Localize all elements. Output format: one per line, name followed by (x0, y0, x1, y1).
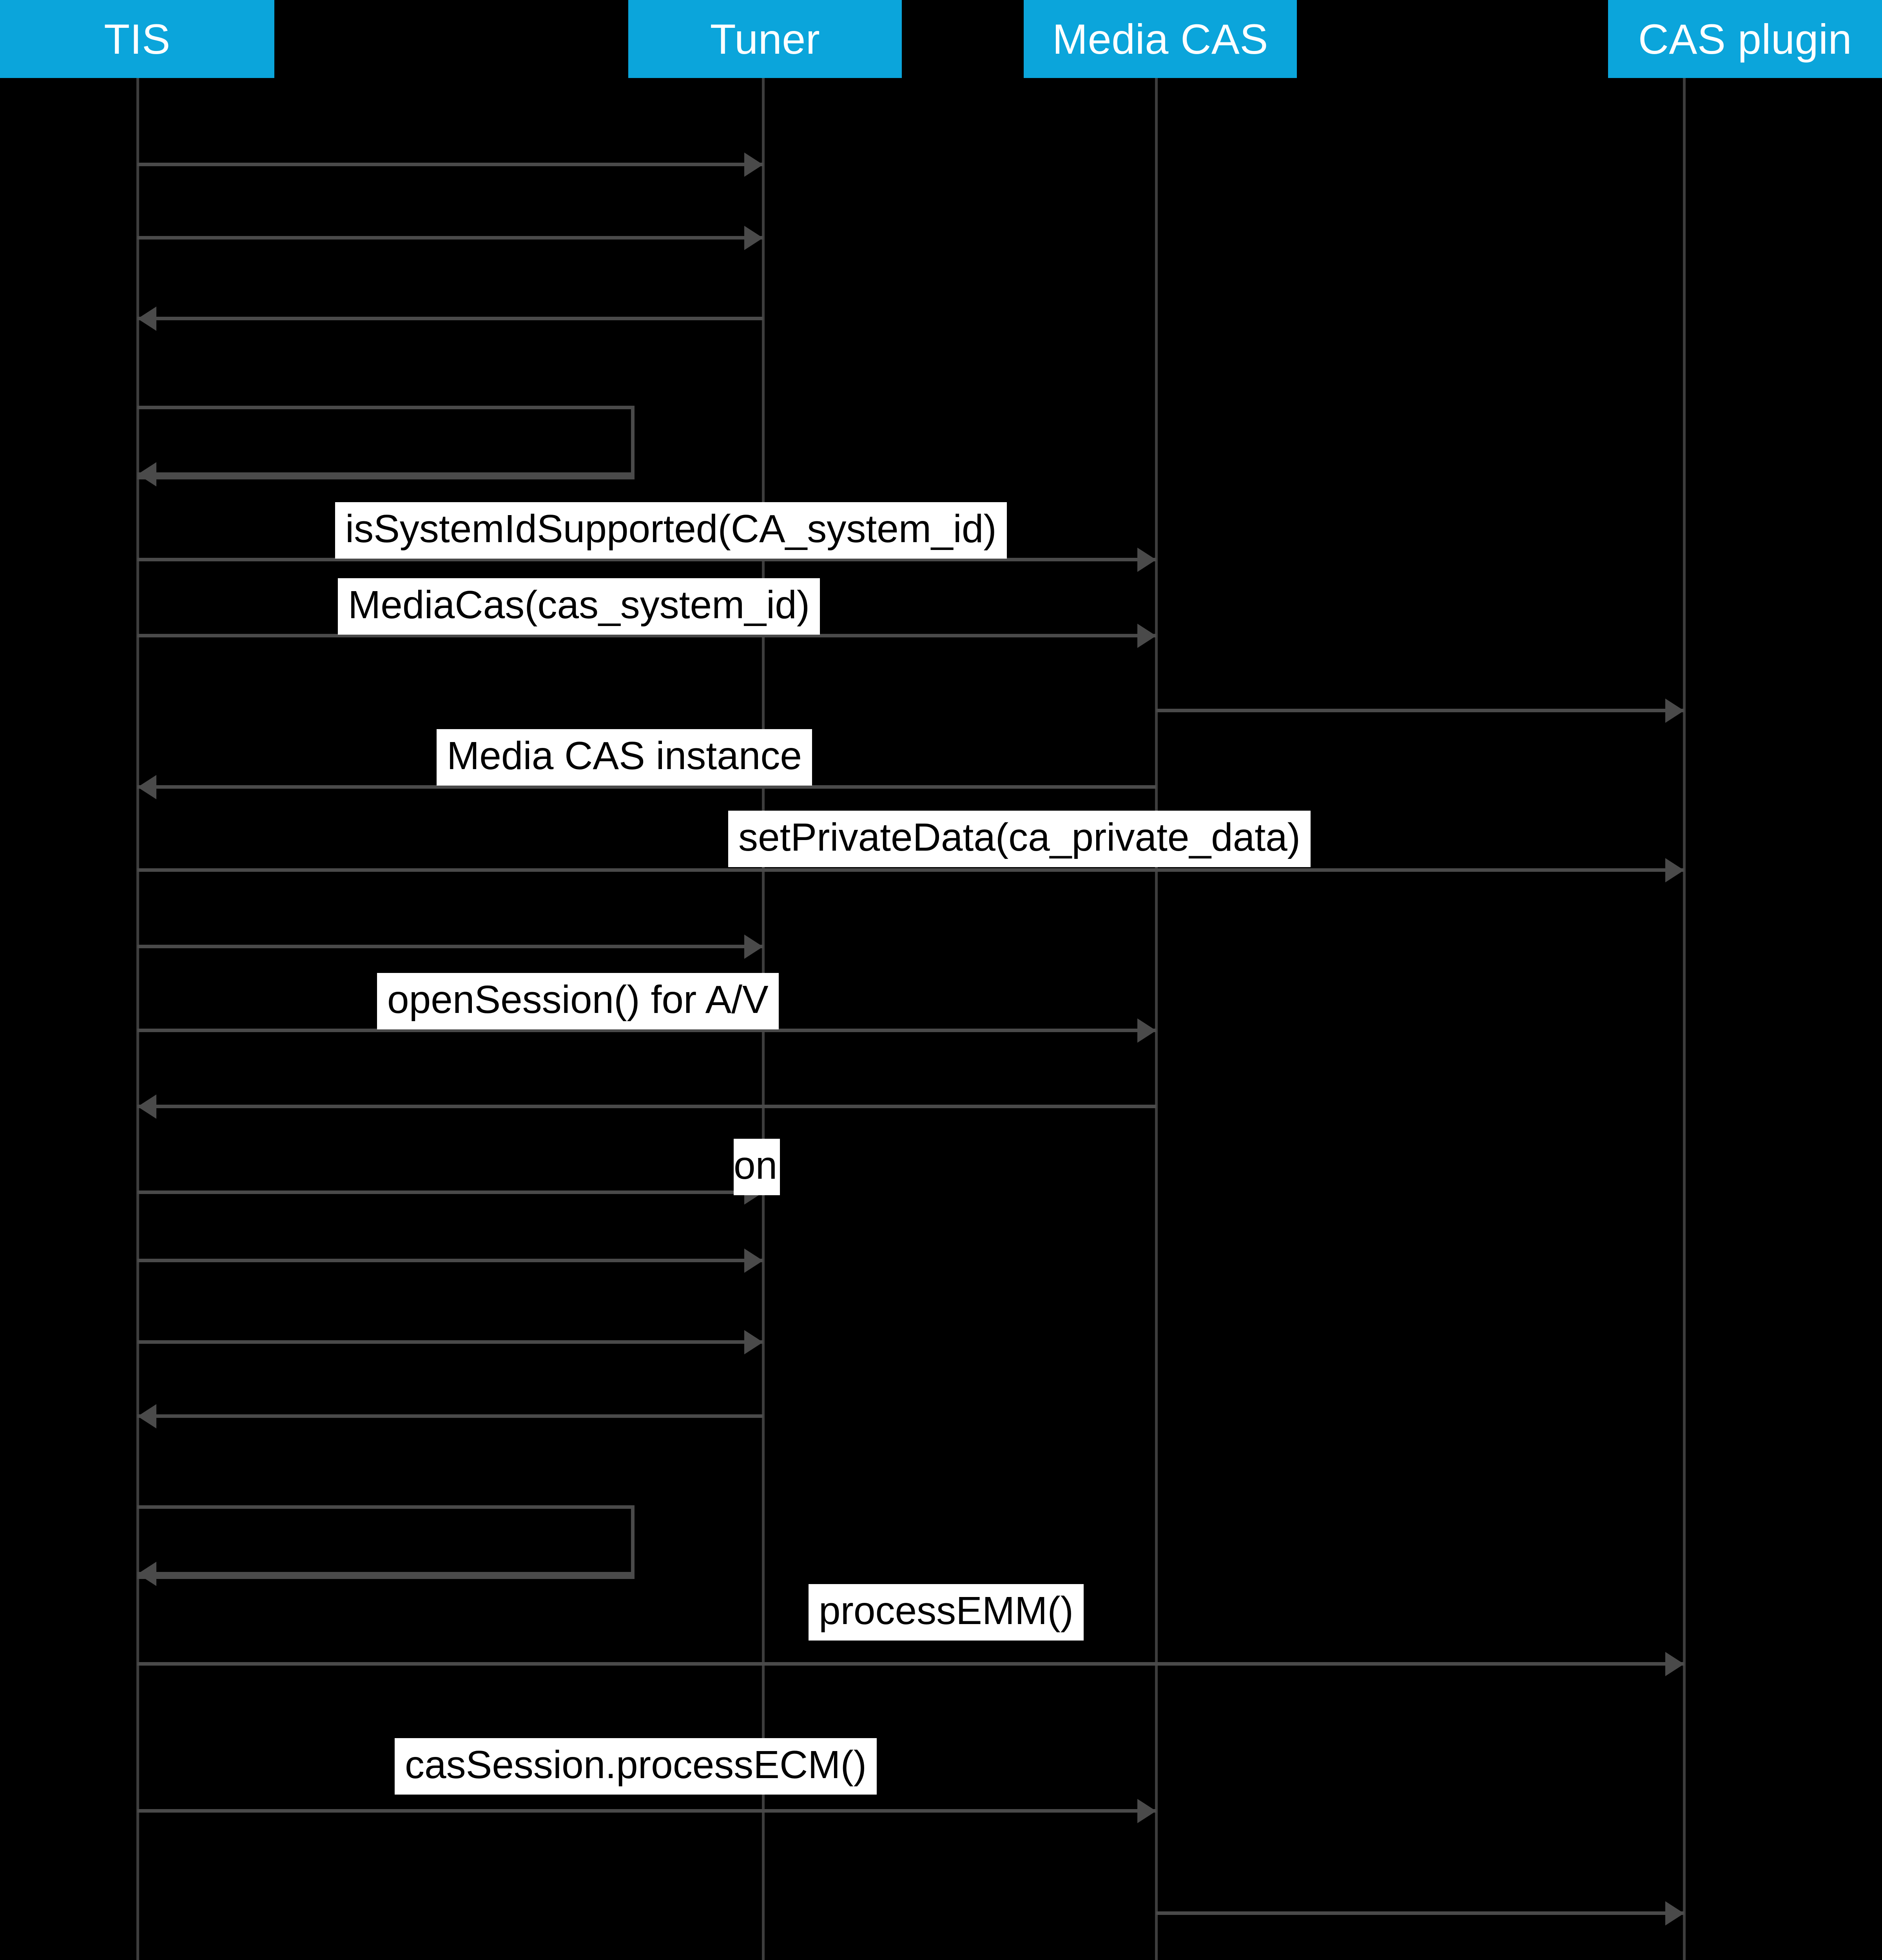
message-label: MediaCas(cas_system_id) (338, 578, 820, 635)
arrowhead-right-icon (1137, 548, 1156, 572)
arrowhead-right-icon (744, 1249, 763, 1273)
arrowhead-right-icon (1665, 1901, 1684, 1926)
message-line (138, 1259, 763, 1262)
arrowhead-right-icon (1137, 1799, 1156, 1823)
arrowhead-left-icon (138, 307, 156, 331)
message-line (138, 1340, 763, 1344)
participant-header-cas-plugin[interactable]: CAS plugin (1608, 0, 1882, 78)
message-line (138, 868, 1684, 872)
message-label: openSession() for A/V (377, 973, 779, 1029)
message-line (138, 634, 1156, 637)
participant-header-media-cas[interactable]: Media CAS (1024, 0, 1297, 78)
self-call-box[interactable] (138, 1505, 635, 1579)
message-line (138, 558, 1156, 561)
lifeline-cas-plugin (1683, 78, 1686, 1960)
message-label: setPrivateData(ca_private_data) (728, 811, 1311, 867)
participant-label: TIS (104, 15, 170, 63)
arrowhead-right-icon (1665, 858, 1684, 882)
message-line (138, 317, 763, 320)
arrowhead-left-icon (138, 775, 156, 799)
participant-header-tuner[interactable]: Tuner (628, 0, 902, 78)
arrowhead-left-icon (138, 462, 156, 486)
message-label: casSession.processECM() (395, 1738, 877, 1795)
arrowhead-right-icon (744, 152, 763, 177)
message-line (138, 1191, 763, 1194)
message-line (1156, 1911, 1684, 1915)
message-line (138, 1572, 631, 1575)
participant-label: Tuner (710, 15, 820, 63)
arrowhead-right-icon (1665, 699, 1684, 723)
arrowhead-left-icon (138, 1404, 156, 1428)
message-line (138, 1809, 1156, 1813)
participant-label: CAS plugin (1638, 15, 1852, 63)
message-label: Media CAS instance (437, 729, 812, 786)
arrowhead-right-icon (1137, 624, 1156, 648)
message-line (138, 1105, 1156, 1108)
message-line (138, 1414, 763, 1418)
arrowhead-right-icon (744, 935, 763, 959)
message-line (138, 785, 1156, 789)
message-line (138, 1662, 1684, 1666)
message-line (138, 163, 763, 166)
lifeline-tis (136, 78, 139, 1960)
arrowhead-right-icon (744, 226, 763, 250)
arrowhead-right-icon (1137, 1018, 1156, 1043)
lifeline-media-cas (1155, 78, 1158, 1960)
arrowhead-right-icon (744, 1330, 763, 1354)
message-line (138, 236, 763, 240)
arrowhead-right-icon (1665, 1652, 1684, 1676)
message-line (1156, 709, 1684, 712)
message-line (138, 1029, 1156, 1032)
message-label: isSystemIdSupported(CA_system_id) (335, 502, 1007, 559)
message-label: processEMM() (809, 1584, 1084, 1641)
message-label-truncated: onId (734, 1139, 780, 1195)
participant-header-tis[interactable]: TIS (0, 0, 274, 78)
arrowhead-left-icon (138, 1094, 156, 1119)
message-line (138, 945, 763, 948)
arrowhead-left-icon (138, 1562, 156, 1586)
self-call-box[interactable] (138, 406, 635, 479)
participant-label: Media CAS (1052, 15, 1268, 63)
message-line (138, 472, 631, 476)
